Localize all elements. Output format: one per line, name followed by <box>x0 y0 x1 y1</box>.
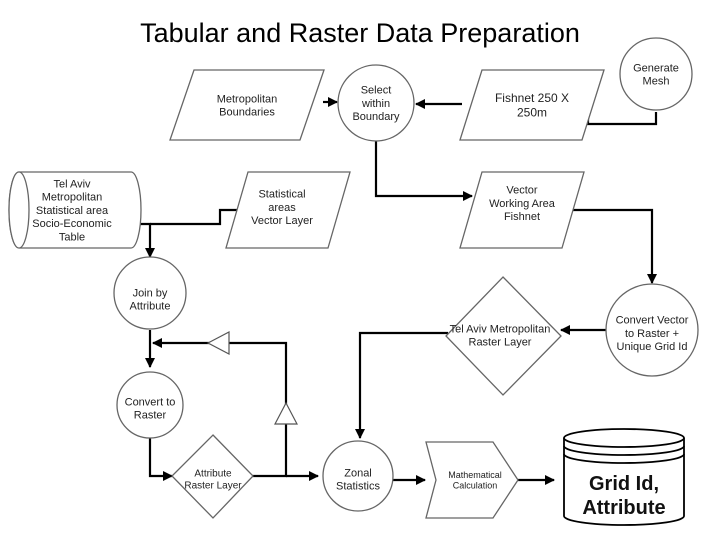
join-by-attribute-node <box>113 256 187 330</box>
edge-working-area-to-convert-vector <box>562 208 657 284</box>
label-line: Attribute <box>582 497 665 519</box>
label-line: Vector Layer <box>251 215 313 227</box>
label-line: Calculation <box>453 481 498 491</box>
label-line: Unique Grid Id <box>617 341 688 353</box>
label-line: Generate <box>633 62 679 74</box>
label-line: Mesh <box>643 76 670 88</box>
label-line: Vector <box>506 185 538 197</box>
grid-id-attribute-node <box>563 428 685 526</box>
select-within-boundary-node <box>337 64 415 142</box>
metro-boundaries-node <box>169 69 325 141</box>
label-line: to Raster + <box>625 328 679 340</box>
label-line: Join by <box>133 287 168 299</box>
zonal-statistics-node <box>322 440 394 512</box>
label-line: Zonal <box>344 467 372 479</box>
generate-mesh-node <box>619 37 693 111</box>
label-line: Socio-Economic <box>32 218 112 230</box>
label-line: within <box>361 98 390 110</box>
label-line: Metropolitan <box>42 192 103 204</box>
label-line: Fishnet 250 X <box>495 91 569 105</box>
label-line: Raster Layer <box>184 481 242 492</box>
grid-id-attribute-label: Grid Id,Attribute <box>582 473 665 519</box>
label-line: Statistical <box>258 189 305 201</box>
label-line: areas <box>268 202 296 214</box>
label-line: Fishnet <box>504 211 540 223</box>
loop-triangle-up <box>274 401 298 425</box>
label-line: Statistics <box>336 480 381 492</box>
label-line: Raster <box>134 409 167 421</box>
label-line: Select <box>361 85 392 97</box>
label-line: Raster Layer <box>469 336 532 348</box>
label-line: Grid Id, <box>589 473 659 495</box>
label-line: Metropolitan <box>217 93 278 105</box>
tel-aviv-raster-layer-node <box>445 276 562 396</box>
math-calculation-node <box>425 441 519 519</box>
edge-raster-layer-to-zonal <box>355 331 448 439</box>
edge-convert-to-attribute-raster <box>148 438 173 481</box>
diagram-title: Tabular and Raster Data Preparation <box>140 18 580 48</box>
label-line: Convert to <box>125 396 176 408</box>
stat-areas-vector-node <box>225 171 351 249</box>
attribute-raster-layer-node <box>171 434 254 519</box>
edge-stat-areas-to-join <box>150 208 238 226</box>
label-line: Tel Aviv Metropolitan <box>450 323 551 335</box>
label-line: Working Area <box>489 198 556 210</box>
label-line: Mathematical <box>448 470 502 480</box>
edge-select-to-vector-working-area <box>374 140 473 201</box>
label-line: Convert Vector <box>616 315 689 327</box>
label-line: Attribute <box>194 469 232 480</box>
label-line: Boundaries <box>219 107 275 119</box>
label-line: 250m <box>517 105 547 119</box>
vector-working-area-node <box>459 171 585 249</box>
convert-vector-to-raster-node <box>605 283 699 377</box>
fishnet-node <box>459 69 605 141</box>
label-line: Table <box>59 231 85 243</box>
label-line: Statistical area <box>36 205 109 217</box>
tel-aviv-table-end <box>8 171 30 249</box>
convert-to-raster-node <box>116 371 184 439</box>
label-line: Attribute <box>130 300 171 312</box>
loop-triangle-left <box>206 331 230 355</box>
label-line: Tel Aviv <box>53 178 91 190</box>
label-line: Boundary <box>352 111 400 123</box>
